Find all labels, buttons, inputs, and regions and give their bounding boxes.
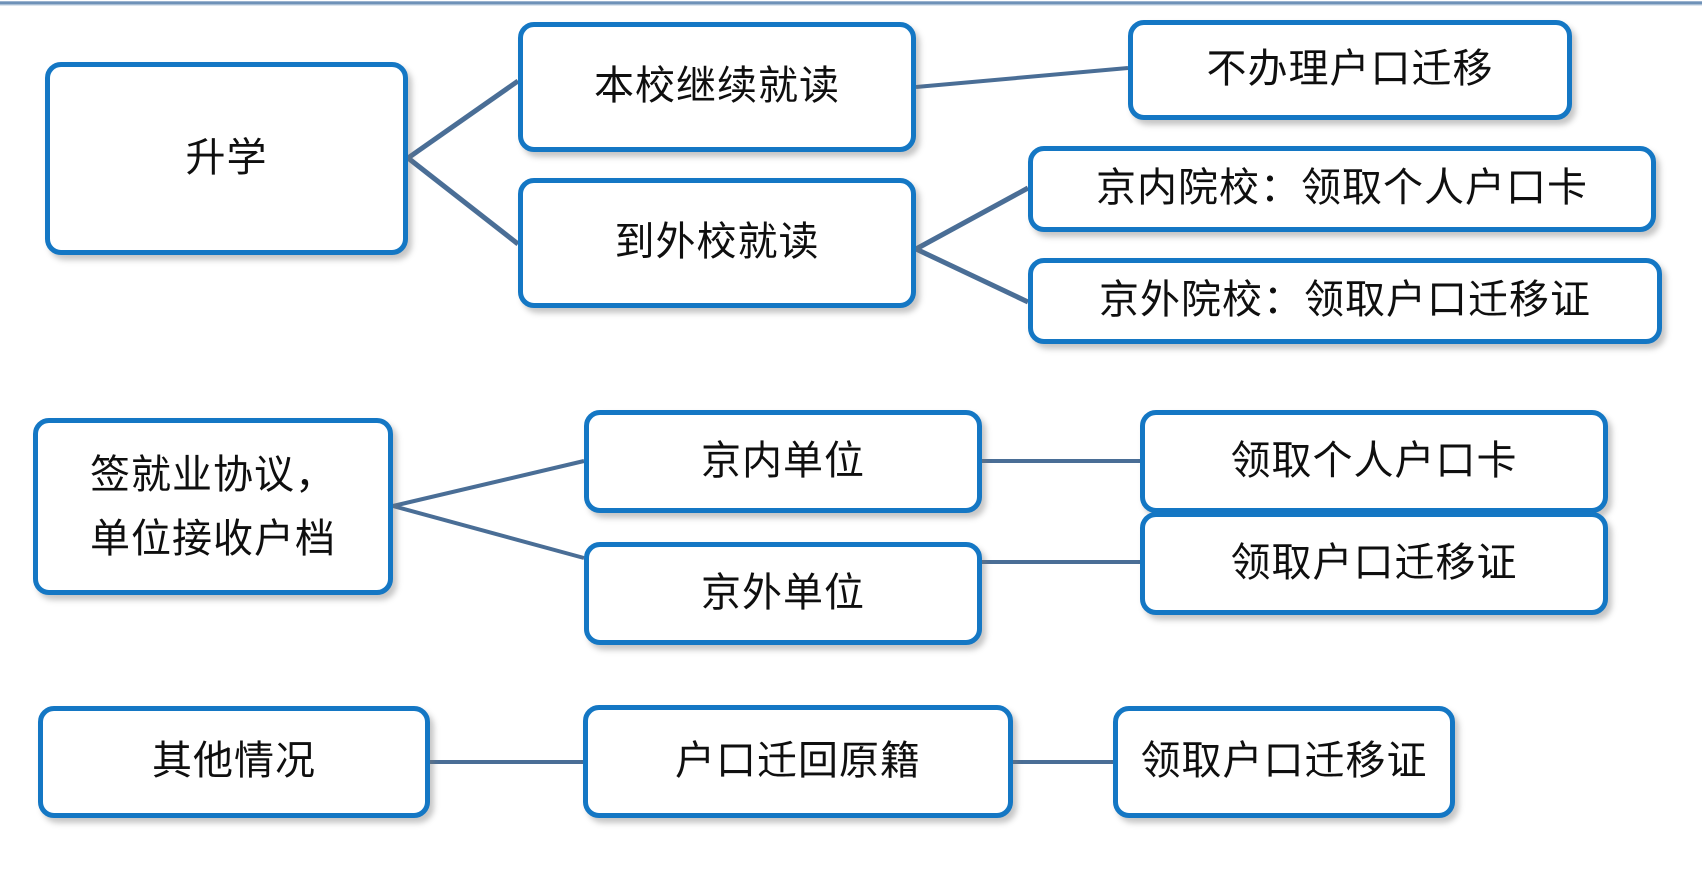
connector-n7-n8 bbox=[392, 459, 585, 508]
node-employment-agreement[interactable]: 签就业协议， 单位接收户档 bbox=[33, 418, 393, 595]
top-divider-rule bbox=[0, 0, 1702, 7]
connector-n1-n2 bbox=[406, 78, 520, 161]
node-receive-transfer-cert[interactable]: 领取户口迁移证 bbox=[1140, 512, 1608, 615]
node-receive-transfer-cert-other[interactable]: 领取户口迁移证 bbox=[1113, 706, 1455, 818]
node-beijing-employer[interactable]: 京内单位 bbox=[584, 410, 982, 513]
node-receive-personal-card[interactable]: 领取个人户口卡 bbox=[1140, 410, 1608, 513]
connector-n2-n4 bbox=[915, 66, 1129, 89]
connector-n7-n9 bbox=[392, 504, 585, 560]
node-outside-employer[interactable]: 京外单位 bbox=[584, 542, 982, 645]
connector-n3-n5 bbox=[914, 185, 1030, 252]
connector-n1-n3 bbox=[406, 156, 520, 246]
node-no-hukou-transfer[interactable]: 不办理户口迁移 bbox=[1128, 20, 1572, 120]
connector-n3-n6 bbox=[914, 246, 1030, 305]
node-hukou-back-home[interactable]: 户口迁回原籍 bbox=[583, 705, 1013, 818]
node-further-study[interactable]: 升学 bbox=[45, 62, 408, 255]
node-beijing-school-personal-card[interactable]: 京内院校：领取个人户口卡 bbox=[1028, 146, 1656, 232]
node-other-situation[interactable]: 其他情况 bbox=[38, 706, 430, 818]
node-other-school[interactable]: 到外校就读 bbox=[518, 178, 916, 308]
node-outside-school-transfer-cert[interactable]: 京外院校：领取户口迁移证 bbox=[1028, 258, 1662, 344]
node-continue-same-school[interactable]: 本校继续就读 bbox=[518, 22, 916, 152]
